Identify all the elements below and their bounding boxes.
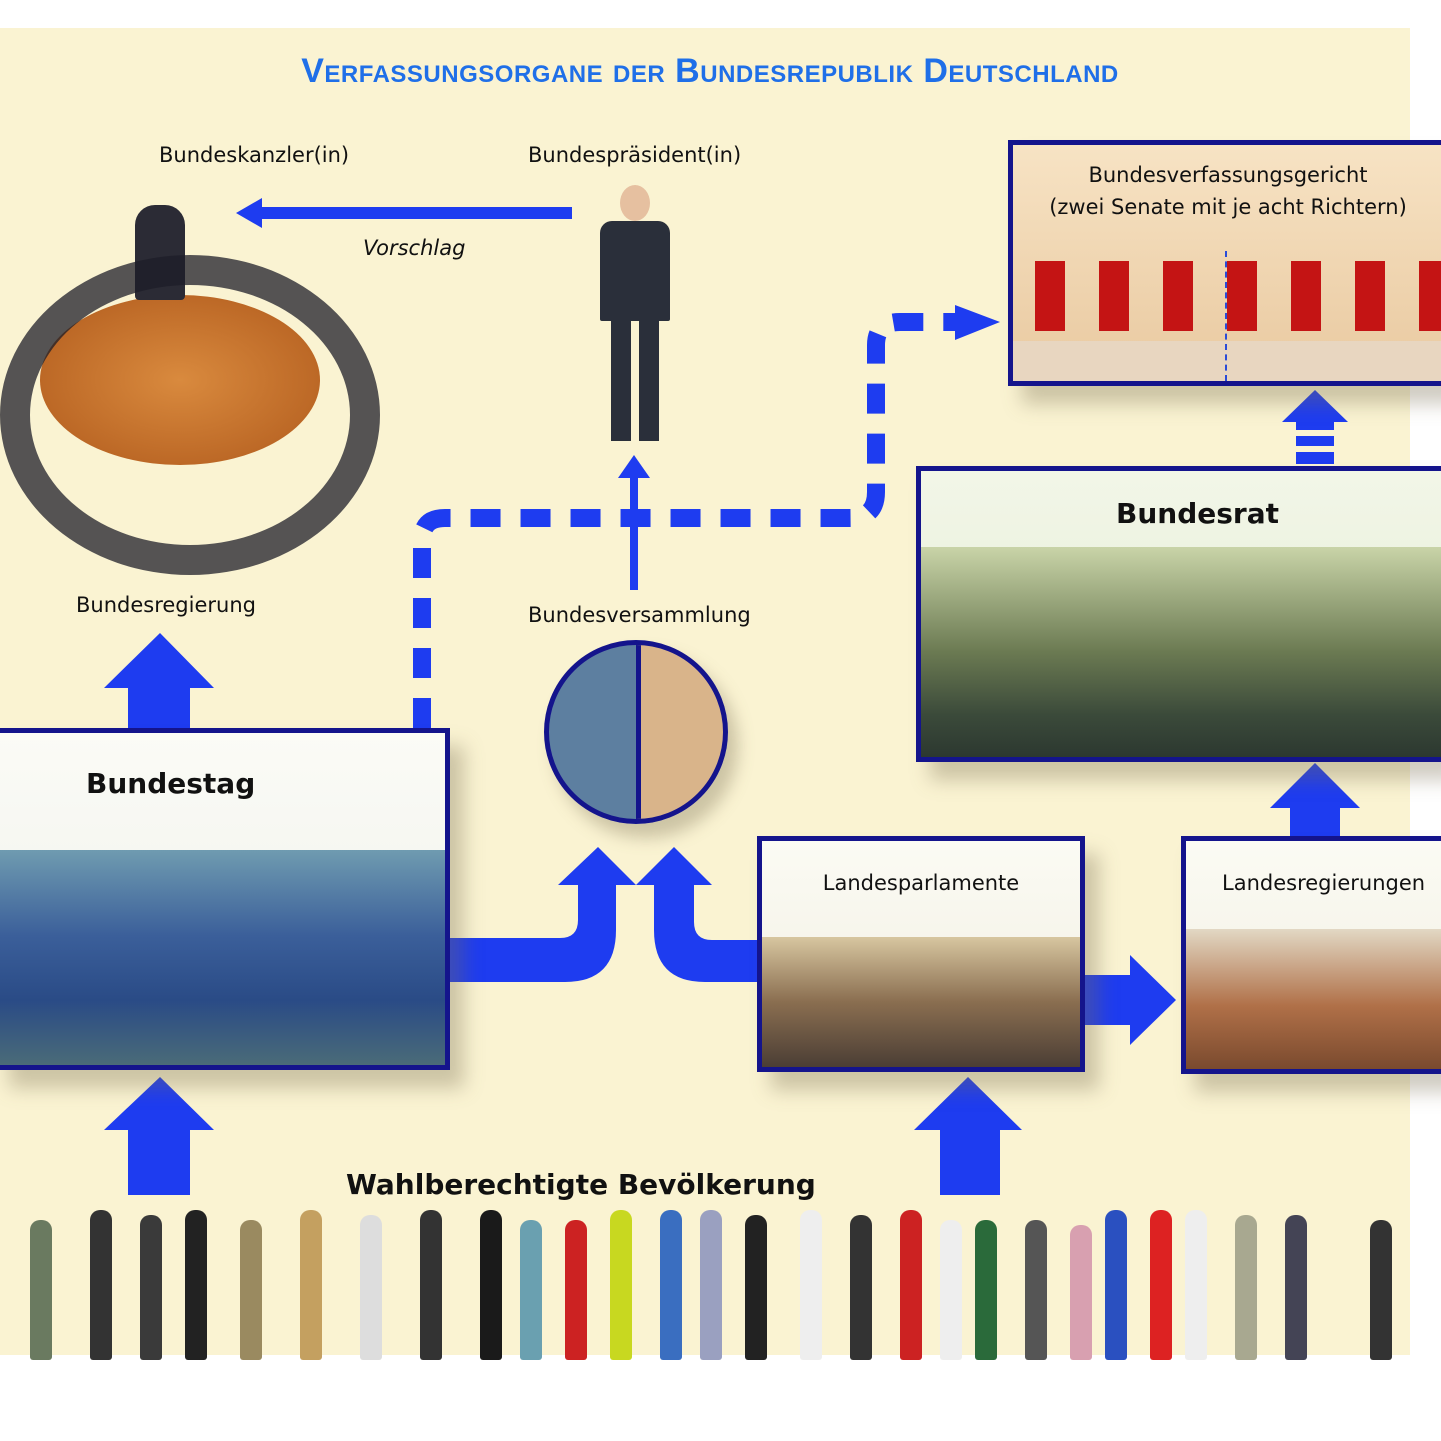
arrow-population-to-landesparlamente: [914, 1077, 1022, 1195]
box-bundestag: Bundestag: [0, 728, 450, 1070]
landesparlament-photo: [762, 937, 1080, 1067]
cabinet-table-illustration: [0, 195, 380, 580]
population-illustration: [0, 1210, 1441, 1405]
bundesversammlung-circle: [544, 640, 728, 824]
bundestag-title: Bundestag: [86, 767, 256, 800]
bundestag-plenary-photo: [0, 850, 445, 1065]
bundesrat-title: Bundesrat: [1116, 497, 1279, 530]
judges-illustration: [1013, 251, 1441, 381]
label-bundesversammlung: Bundesversammlung: [528, 603, 751, 627]
box-bundesrat: Bundesrat: [916, 466, 1441, 762]
vorschlag-arrow: [236, 198, 572, 228]
arrow-population-to-bundestag: [104, 1077, 214, 1195]
box-landesregierungen: Landesregierungen: [1181, 836, 1441, 1074]
box-bundesverfassungsgericht: Bundesverfassungsgericht (zwei Senate mi…: [1008, 140, 1441, 386]
label-bevoelkerung: Wahlberechtigte Bevölkerung: [346, 1168, 816, 1201]
landesregierung-photo: [1186, 929, 1441, 1069]
bundesrat-chamber-photo: [921, 547, 1441, 757]
arrow-bundestag-to-regierung: [104, 633, 214, 728]
bverfg-subtitle: (zwei Senate mit je acht Richtern): [1049, 195, 1407, 219]
arrow-landesparlamente-to-versammlung: [636, 847, 757, 982]
label-vorschlag: Vorschlag: [363, 236, 466, 260]
president-figure: [595, 185, 675, 445]
label-bundesregierung: Bundesregierung: [76, 593, 256, 617]
landesregierungen-title: Landesregierungen: [1222, 871, 1426, 895]
arrow-bundestag-to-versammlung: [450, 847, 636, 982]
label-bundeskanzler: Bundeskanzler(in): [159, 143, 350, 167]
page-title: Verfassungsorgane der Bundesrepublik Deu…: [301, 52, 1119, 90]
arrow-versammlung-to-president: [630, 475, 638, 590]
landesparlamente-title: Landesparlamente: [822, 871, 1020, 895]
bverfg-title: Bundesverfassungsgericht: [1088, 163, 1368, 187]
arrow-landesregierungen-to-bundesrat: [1270, 763, 1360, 836]
arrow-landesparlamente-to-landesregierungen: [1084, 955, 1176, 1045]
box-landesparlamente: Landesparlamente: [757, 836, 1085, 1072]
dashed-connector-bverfg: [413, 313, 960, 728]
label-bundespraesident: Bundespräsident(in): [528, 143, 742, 167]
